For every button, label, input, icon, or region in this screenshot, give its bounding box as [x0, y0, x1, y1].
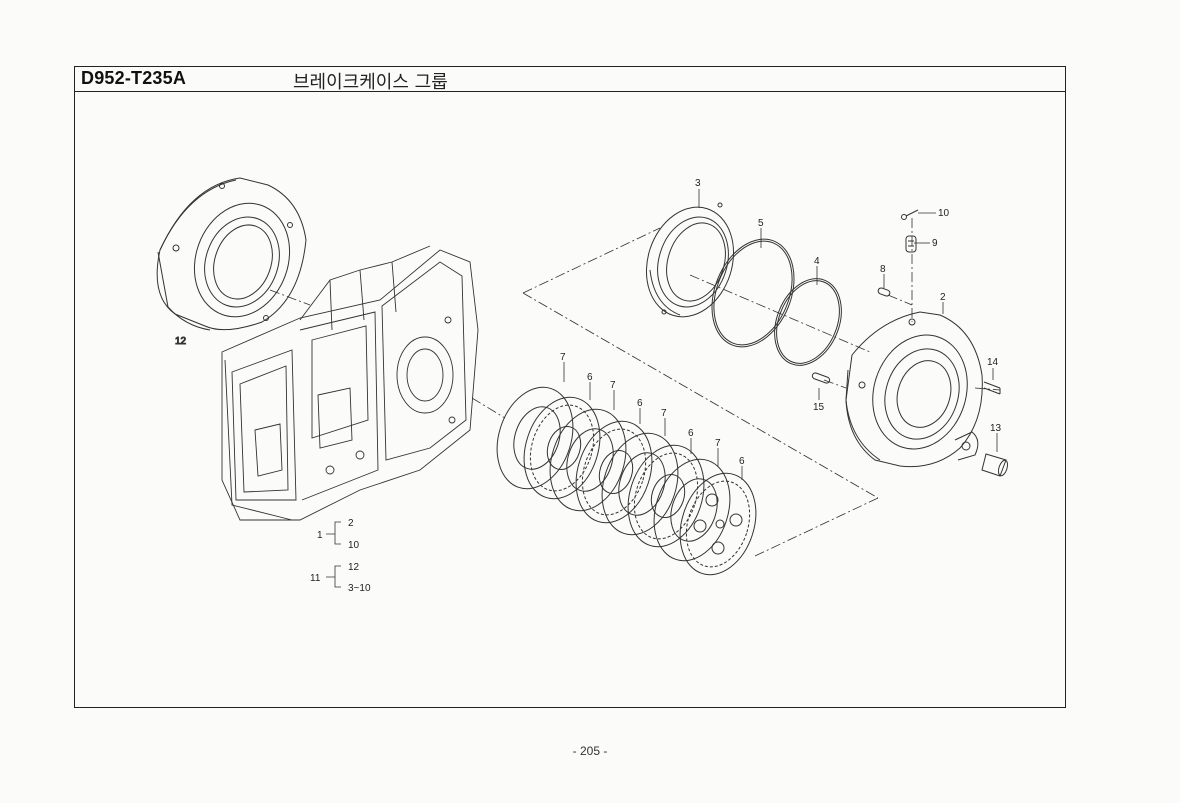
- part-4-o-ring: [774, 278, 842, 366]
- callout-3: 3: [695, 178, 701, 189]
- assembly-key: 1 2 10 11 12 3~10: [310, 518, 371, 594]
- callout-5: 5: [758, 218, 764, 229]
- callout-6: 6: [739, 456, 745, 467]
- callout-7: 7: [715, 438, 721, 449]
- part-10-pin: [901, 209, 919, 220]
- callout-2: 2: [940, 292, 946, 303]
- callout-leaders: [563, 189, 998, 480]
- callout-6: 6: [637, 398, 643, 409]
- assembly-key-1-child-10: 10: [348, 540, 360, 551]
- header-bar: D952-T235A 브레이크케이스 그룹: [75, 67, 1065, 93]
- part-3-brake-piston: [645, 202, 735, 318]
- part-4-o-ring-inner: [776, 280, 840, 364]
- part-7-plate: [653, 458, 731, 562]
- callout-7: 7: [661, 408, 667, 419]
- transmission-case: [221, 245, 479, 521]
- model-code: D952-T235A: [81, 68, 187, 88]
- assembly-centerlines: [269, 218, 1001, 557]
- part-6-friction-disc: [627, 444, 705, 548]
- callout-7: 7: [560, 352, 566, 363]
- callout-12: 12: [175, 336, 187, 347]
- part-6-friction-disc: [575, 420, 653, 524]
- callout-15: 15: [813, 402, 825, 413]
- callout-8: 8: [880, 264, 886, 275]
- callout-14: 14: [987, 357, 999, 368]
- parts-sheet-frame: D952-T235A 브레이크케이스 그룹: [74, 66, 1066, 708]
- part-12-brake-housing: [156, 177, 307, 331]
- part-15-pin: [811, 372, 831, 384]
- group-title: 브레이크케이스 그룹: [293, 72, 448, 93]
- part-13-bushing: [981, 453, 1009, 477]
- part-6-friction-disc: [523, 396, 601, 500]
- callout-7: 7: [610, 380, 616, 391]
- assembly-key-11-child-12: 12: [348, 562, 360, 573]
- callout-13: 13: [990, 423, 1002, 434]
- part-14-bolt: [983, 381, 1001, 395]
- callout-10: 10: [938, 208, 950, 219]
- assembly-key-1-child-2: 2: [348, 518, 354, 529]
- part-9-fitting: [905, 235, 917, 253]
- part-6-friction-disc: [679, 472, 757, 576]
- part-7-plate: [601, 432, 679, 536]
- page-number: - 205 -: [572, 744, 608, 758]
- part-8-dowel-pin: [877, 287, 891, 297]
- assembly-key-11: 11: [310, 573, 321, 584]
- part-7-plate: [549, 408, 627, 512]
- part-5-o-ring-inner: [713, 240, 793, 346]
- assembly-key-1: 1: [317, 530, 323, 541]
- callout-4: 4: [814, 256, 820, 267]
- assembly-key-11-child-3-10: 3~10: [348, 583, 371, 594]
- callout-9: 9: [932, 238, 938, 249]
- callout-6: 6: [688, 428, 694, 439]
- disc-stack: [496, 386, 757, 576]
- part-2-brake-case: [845, 311, 983, 468]
- callout-6: 6: [587, 372, 593, 383]
- part-7-plate: [496, 386, 574, 490]
- part-5-o-ring: [711, 238, 795, 348]
